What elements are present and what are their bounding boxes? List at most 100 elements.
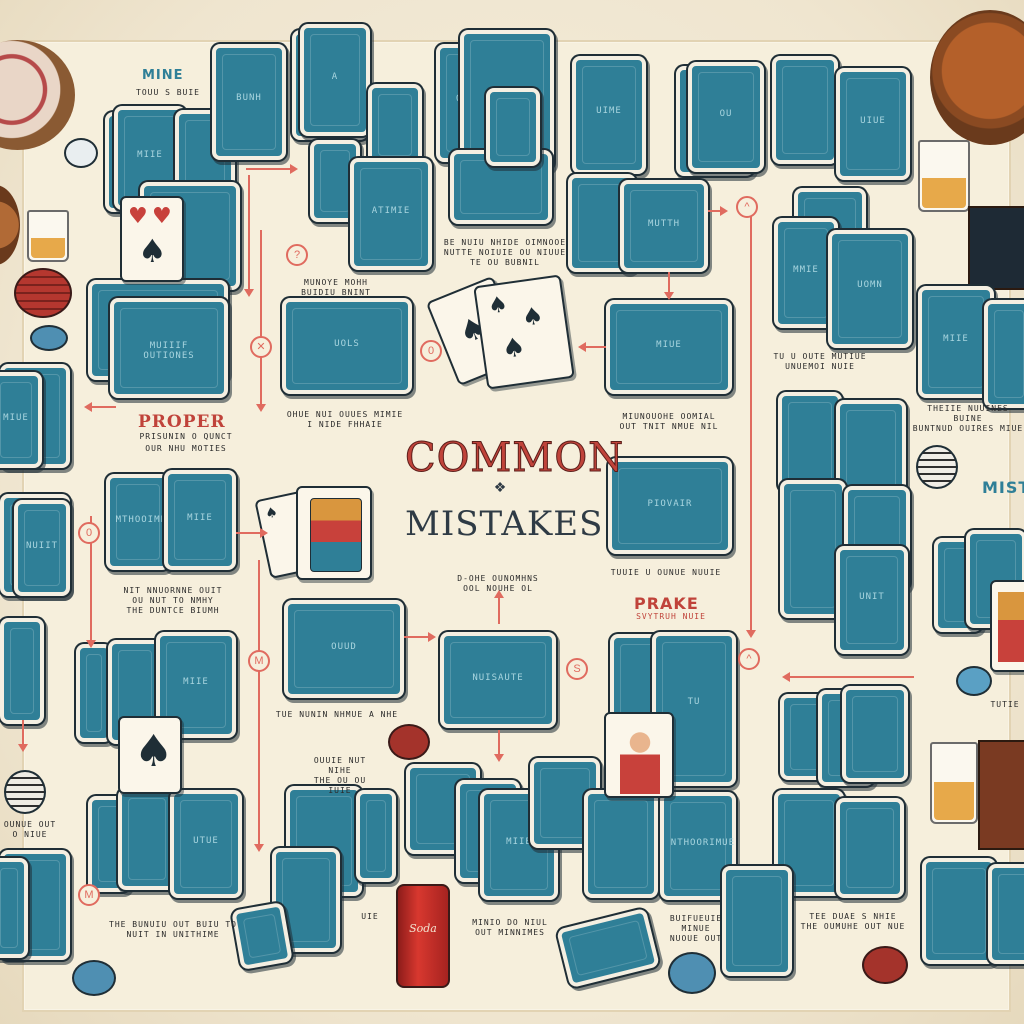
card-label: NUISAUTE (472, 672, 524, 683)
card-label: MIUE (656, 340, 682, 351)
card-label: A (331, 71, 339, 82)
card[interactable] (584, 790, 658, 898)
card[interactable]: ATIMIE (350, 158, 432, 270)
playing-card-spades[interactable]: ♠ ♠ ♠ (473, 274, 575, 390)
card[interactable]: A (300, 24, 370, 136)
ring-marker-m-2: M (78, 884, 100, 906)
heading-prake: PRAKE (634, 594, 699, 613)
heading-proper: PROPER (138, 412, 226, 432)
card[interactable]: MIIE (164, 470, 236, 570)
card[interactable] (778, 392, 842, 492)
card-label: UOMN (857, 280, 883, 291)
arrow-up (494, 590, 504, 624)
poker-chip-blue-1 (30, 325, 68, 351)
king-figure-icon (310, 498, 362, 572)
ring-marker-d: ^ (738, 648, 760, 670)
card[interactable]: MTHOOIMES (106, 474, 172, 570)
playing-card-spade-jack[interactable]: ♠ (118, 716, 182, 794)
card[interactable] (368, 84, 422, 166)
card[interactable]: UOMN (828, 230, 912, 348)
caption: OUUIE NUT NIHE THE OU OU IUIE (313, 756, 367, 795)
card[interactable] (76, 644, 112, 742)
ring-marker-m: M (248, 650, 270, 672)
heart-icon: ♥ (152, 204, 172, 229)
card[interactable] (356, 790, 396, 882)
face-card-figure-icon (998, 592, 1024, 662)
glass-top-right (918, 140, 970, 212)
card[interactable]: OU (688, 62, 764, 172)
card[interactable]: MUTTH (620, 180, 708, 272)
card[interactable] (842, 686, 908, 782)
card[interactable] (922, 858, 996, 964)
card[interactable]: UNIT (836, 546, 908, 654)
card[interactable]: UTUE (170, 790, 242, 898)
playing-card-portrait[interactable] (604, 712, 674, 798)
poker-chip-stack-left (14, 268, 72, 318)
subheading-proper-2: OUR NHU MOTIES (145, 444, 227, 453)
spade-icon: ♠ (138, 232, 167, 270)
caption: TEE DUAE S NHIE THE OUMUHE OUT NUE (800, 912, 906, 931)
card[interactable]: NUIIT (14, 500, 70, 596)
card[interactable]: MIUE (606, 300, 732, 394)
playing-card-right-edge[interactable] (990, 580, 1024, 672)
card-label: UTUE (193, 836, 219, 846)
caption: MINIO DO NIUL OUT MINNIMES (472, 918, 548, 937)
card[interactable]: PIOVAIR (608, 458, 732, 554)
poker-chip-blue-3 (72, 960, 116, 996)
card[interactable] (0, 858, 28, 958)
card[interactable] (780, 480, 846, 618)
card[interactable]: OUUD (284, 600, 404, 698)
playing-card-king[interactable] (296, 486, 372, 580)
card[interactable]: NUISAUTE (440, 632, 556, 728)
card-box-right (968, 206, 1024, 290)
caption: BE NUIU NHIDE OIMNOOE NUTTE NOIUIE OU NI… (443, 238, 567, 267)
card-label: UNIT (859, 592, 885, 602)
arrow-down (18, 720, 28, 752)
card-label: UIME (596, 106, 622, 117)
card[interactable] (118, 788, 176, 890)
card-label: OUUD (331, 641, 357, 652)
card[interactable]: UIUE (836, 68, 910, 180)
wooden-box-bottom-right (978, 740, 1024, 850)
card[interactable] (722, 866, 792, 976)
card[interactable]: MUIIIF OUTIONES (110, 298, 228, 398)
ring-marker-o: 0 (78, 522, 100, 544)
arrow-down (86, 516, 96, 648)
glass-bottom-right (930, 742, 978, 824)
card[interactable]: UIME (572, 56, 646, 174)
card-label: MIIE (137, 150, 163, 161)
spade-icon: ♠ (500, 332, 528, 366)
ring-marker-x: ✕ (250, 336, 272, 358)
title-line-1: COMMON (405, 435, 625, 481)
card[interactable] (836, 798, 904, 898)
card[interactable] (0, 618, 44, 724)
arrow-right (404, 632, 436, 642)
poker-chip-red-2 (862, 946, 908, 984)
arrow-down (746, 216, 756, 638)
card[interactable] (988, 864, 1024, 964)
card-label: PIOVAIR (647, 498, 693, 509)
card[interactable]: MIUE (0, 372, 42, 468)
soda-can-label: Soda (409, 922, 437, 935)
ring-marker-zero: 0 (420, 340, 442, 362)
card[interactable] (772, 56, 838, 164)
spade-icon: ♠ (134, 726, 174, 777)
caption: TU U OUTE MUTIUE UNUEMOI NUIE (773, 352, 867, 371)
ring-marker-s: S (566, 658, 588, 680)
card[interactable] (984, 300, 1024, 408)
card-label: MUIIIF OUTIONES (143, 340, 195, 361)
card-label: MIIE (187, 512, 213, 523)
arrow-left (84, 402, 116, 412)
poker-chip-blue-2 (956, 666, 992, 696)
card[interactable]: MIIE (918, 286, 994, 398)
card[interactable]: BUNH (212, 44, 286, 160)
card[interactable] (231, 901, 293, 971)
card-label: ATIMIE (371, 205, 411, 216)
card-label: MIIE (943, 333, 969, 344)
playing-card-hearts[interactable]: ♥ ♥ ♠ (120, 196, 184, 282)
main-title: COMMON ❖ MISTAKES (405, 435, 625, 545)
caption: OUNUE OUT O NIUE (3, 820, 57, 839)
card[interactable] (486, 88, 540, 166)
card[interactable]: UOLS (282, 298, 412, 394)
